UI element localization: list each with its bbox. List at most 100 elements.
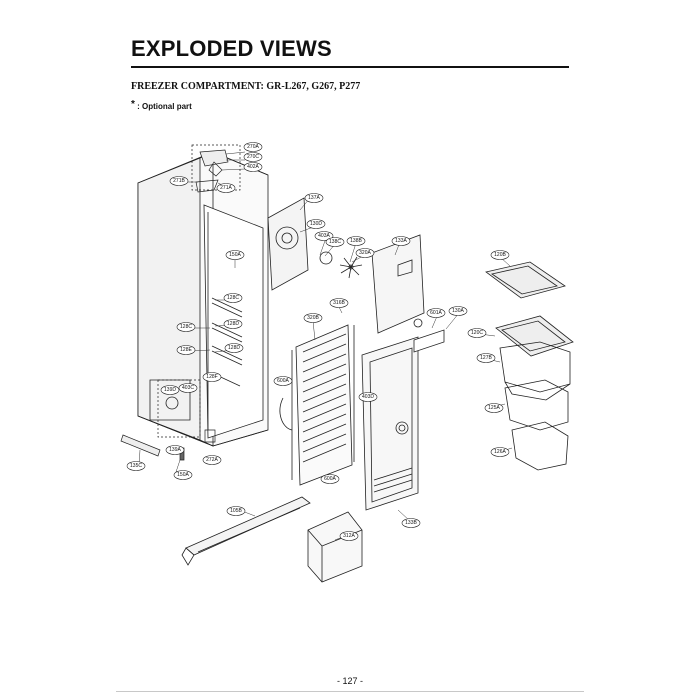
callout-128f: 128F — [202, 372, 222, 382]
callout-text: 128C — [180, 324, 192, 330]
callout-text: 130D — [310, 221, 322, 227]
callout-text: 271B — [173, 178, 185, 184]
front-bottom-rail — [181, 496, 311, 566]
callout-133b: 133B — [401, 518, 421, 528]
callout-600a: 600A — [273, 376, 293, 386]
callout-text: 127B — [480, 355, 492, 361]
callout-125a: 125A — [484, 403, 504, 413]
callout-text: 135C — [130, 463, 142, 469]
callout-139a: 139A — [165, 445, 185, 455]
evaporator-coil — [279, 324, 355, 486]
hinge-assembly — [191, 144, 241, 193]
callout-320b: 320B — [303, 313, 323, 323]
callout-text: 138B — [350, 238, 362, 244]
callout-text: 270C — [247, 154, 259, 160]
callout-text: 403D — [362, 394, 374, 400]
callout-138c: 138C — [325, 237, 345, 247]
callout-text: 128D — [227, 321, 239, 327]
callout-text: 128D — [228, 345, 240, 351]
callout-403a: 403A — [314, 231, 334, 241]
callout-126a: 126A — [490, 447, 510, 457]
callout-120b: 120B — [490, 250, 510, 260]
callout-text: 133A — [395, 238, 407, 244]
callout-text: 128E — [180, 347, 192, 353]
callout-127b: 127B — [476, 353, 496, 363]
callout-270a: 270A — [243, 142, 263, 152]
callout-600a: 600A — [320, 474, 340, 484]
callout-312a: 312A — [339, 531, 359, 541]
callout-601a: 601A — [426, 308, 446, 318]
callout-text: 600A — [277, 378, 289, 384]
callout-403c: 403C — [178, 383, 198, 393]
callout-130d: 130D — [306, 219, 326, 229]
optional-part-note: * : Optional part — [131, 99, 192, 112]
callout-text: 130A — [452, 308, 464, 314]
callout-270c: 270C — [243, 152, 263, 162]
cabinet-body — [137, 151, 269, 447]
callout-text: 312A — [343, 533, 355, 539]
callout-text: 150A — [177, 472, 189, 478]
callout-135c: 135C — [126, 461, 146, 471]
callout-text: 139D — [164, 387, 176, 393]
callout-128c: 128C — [223, 293, 243, 303]
callout-150a: 150A — [225, 250, 245, 260]
callout-text: 271A — [220, 185, 232, 191]
callout-text: 126A — [494, 449, 506, 455]
callout-403d: 403D — [358, 392, 378, 402]
callout-133a: 133A — [391, 236, 411, 246]
callout-text: 125A — [488, 405, 500, 411]
callout-150a: 150A — [173, 470, 193, 480]
callout-272a: 272A — [202, 455, 222, 465]
callout-text: 320A — [359, 250, 371, 256]
callout-text: 601A — [430, 310, 442, 316]
title-rule — [131, 66, 569, 68]
shelf-and-bins — [485, 261, 574, 471]
callout-text: 316B — [333, 300, 345, 306]
callout-text: 128C — [227, 295, 239, 301]
callout-text: 270A — [247, 144, 259, 150]
fan-assembly — [267, 197, 363, 291]
callout-105b: 105B — [226, 506, 246, 516]
page-number: - 127 - — [336, 676, 363, 686]
drain-tray — [307, 511, 363, 583]
callout-text: 272A — [206, 457, 218, 463]
callout-402a: 402A — [243, 162, 263, 172]
callout-text: 600A — [324, 476, 336, 482]
callout-text: 139A — [169, 447, 181, 453]
callout-120c: 120C — [467, 328, 487, 338]
callout-text: 403A — [318, 233, 330, 239]
rear-duct-panel — [371, 234, 425, 334]
footer-rule — [116, 691, 584, 692]
bottom-assembly — [120, 379, 216, 461]
evaporator-cover — [361, 318, 445, 511]
callout-text: 105B — [230, 508, 242, 514]
callout-text: 402A — [247, 164, 259, 170]
callout-271a: 271A — [216, 183, 236, 193]
callout-138b: 138B — [346, 236, 366, 246]
callout-128c: 128C — [176, 322, 196, 332]
optional-part-label: : Optional part — [137, 102, 192, 111]
callout-320a: 320A — [355, 248, 375, 258]
section-heading: FREEZER COMPARTMENT: GR-L267, G267, P277 — [131, 81, 361, 92]
callout-text: 137A — [308, 195, 320, 201]
fan-blade — [339, 256, 363, 279]
callout-137a: 137A — [304, 193, 324, 203]
callout-text: 138C — [329, 239, 341, 245]
callout-text: 120B — [494, 252, 506, 258]
callout-text: 128F — [206, 374, 217, 380]
callout-128d: 128D — [223, 319, 243, 329]
callout-130a: 130A — [448, 306, 468, 316]
callout-text: 150A — [229, 252, 241, 258]
callout-text: 320B — [307, 315, 319, 321]
page-title: EXPLODED VIEWS — [131, 36, 332, 61]
optional-marker: * — [131, 99, 135, 110]
callout-text: 120C — [471, 330, 483, 336]
callout-316b: 316B — [329, 298, 349, 308]
callout-text: 133B — [405, 520, 417, 526]
callout-128d: 128D — [224, 343, 244, 353]
callout-139d: 139D — [160, 385, 180, 395]
callout-128e: 128E — [176, 345, 196, 355]
callout-271b: 271B — [169, 176, 189, 186]
